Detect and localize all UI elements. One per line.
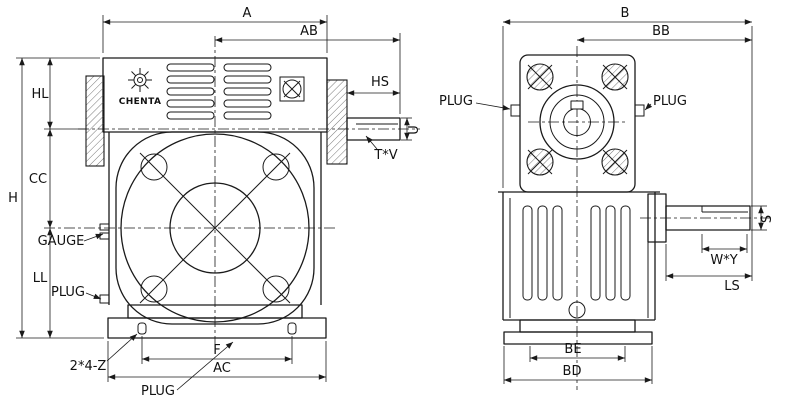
dim-tv: T*V — [365, 135, 398, 163]
front-top-bolt — [279, 76, 305, 102]
dim-hl-cc-ll: HL CC LL — [29, 57, 86, 338]
plug-boss-right — [634, 104, 645, 117]
plug-boss-left — [510, 104, 521, 117]
dim-be-label: BE — [564, 342, 581, 357]
side-body — [498, 191, 660, 345]
front-input-shaft — [346, 117, 401, 141]
front-callouts: GAUGE PLUG 2*4-Z PLUG — [38, 233, 234, 399]
side-output-shaft — [647, 193, 751, 243]
brand-text: CHENTA — [119, 97, 162, 107]
plug-side-callout: PLUG — [51, 285, 85, 300]
brand-logo: CHENTA — [119, 68, 162, 107]
dim-bd-label: BD — [563, 364, 582, 379]
dim-s-label: S — [760, 215, 775, 223]
dim-u: U — [401, 117, 422, 141]
front-centerlines — [44, 36, 420, 352]
dim-ac-label: AC — [213, 361, 231, 376]
dim-be: BE — [529, 342, 626, 362]
bolt-pattern-callout: 2*4-Z — [70, 359, 107, 374]
worm-bore — [539, 84, 615, 160]
front-right-bearing — [326, 79, 348, 165]
front-housing — [99, 57, 328, 339]
dim-s: S — [751, 205, 775, 231]
dim-h: H — [8, 57, 104, 339]
dim-cc-label: CC — [29, 172, 47, 187]
plug-right-callout: PLUG — [653, 94, 687, 109]
corner-bolts — [526, 63, 629, 176]
dim-f-label: F — [213, 343, 220, 358]
front-left-flange — [85, 75, 105, 167]
dim-hs-label: HS — [371, 75, 389, 90]
dim-b: B — [502, 6, 753, 281]
dim-u-label: U — [407, 125, 422, 135]
dim-ll-label: LL — [33, 271, 48, 286]
plug-bottom-callout: PLUG — [141, 384, 175, 399]
dim-wy: W*Y — [701, 234, 748, 268]
dim-f: F — [141, 336, 293, 364]
dim-bb-label: BB — [652, 24, 670, 39]
dim-ab: AB — [215, 24, 401, 114]
dim-b-label: B — [621, 6, 630, 21]
dim-bd: BD — [503, 346, 653, 384]
dim-hs: HS — [347, 75, 400, 96]
bottom-plug — [568, 301, 586, 319]
dim-hl-label: HL — [31, 87, 49, 102]
front-view: CHENTA A — [8, 6, 422, 399]
dim-bb: BB — [577, 24, 752, 43]
side-fins — [509, 198, 649, 318]
dim-tv-label: T*V — [373, 148, 397, 163]
plug-left-callout: PLUG — [439, 94, 473, 109]
dim-a-label: A — [243, 6, 252, 21]
dim-wy-label: W*Y — [710, 253, 737, 268]
dim-ab-label: AB — [300, 24, 318, 39]
front-cooling-fins — [166, 63, 272, 120]
gear-icon — [128, 68, 152, 92]
dim-ls: LS — [665, 244, 752, 294]
dim-ac: AC — [107, 341, 327, 382]
dim-a: A — [102, 6, 328, 53]
gauge-callout: GAUGE — [38, 234, 85, 249]
front-gear-face — [120, 133, 310, 323]
dim-ls-label: LS — [724, 279, 740, 294]
dim-h-label: H — [8, 191, 18, 206]
side-callouts: PLUG PLUG — [439, 94, 687, 111]
side-top-block — [510, 54, 645, 193]
side-view: B BB S W*Y LS — [439, 6, 775, 390]
